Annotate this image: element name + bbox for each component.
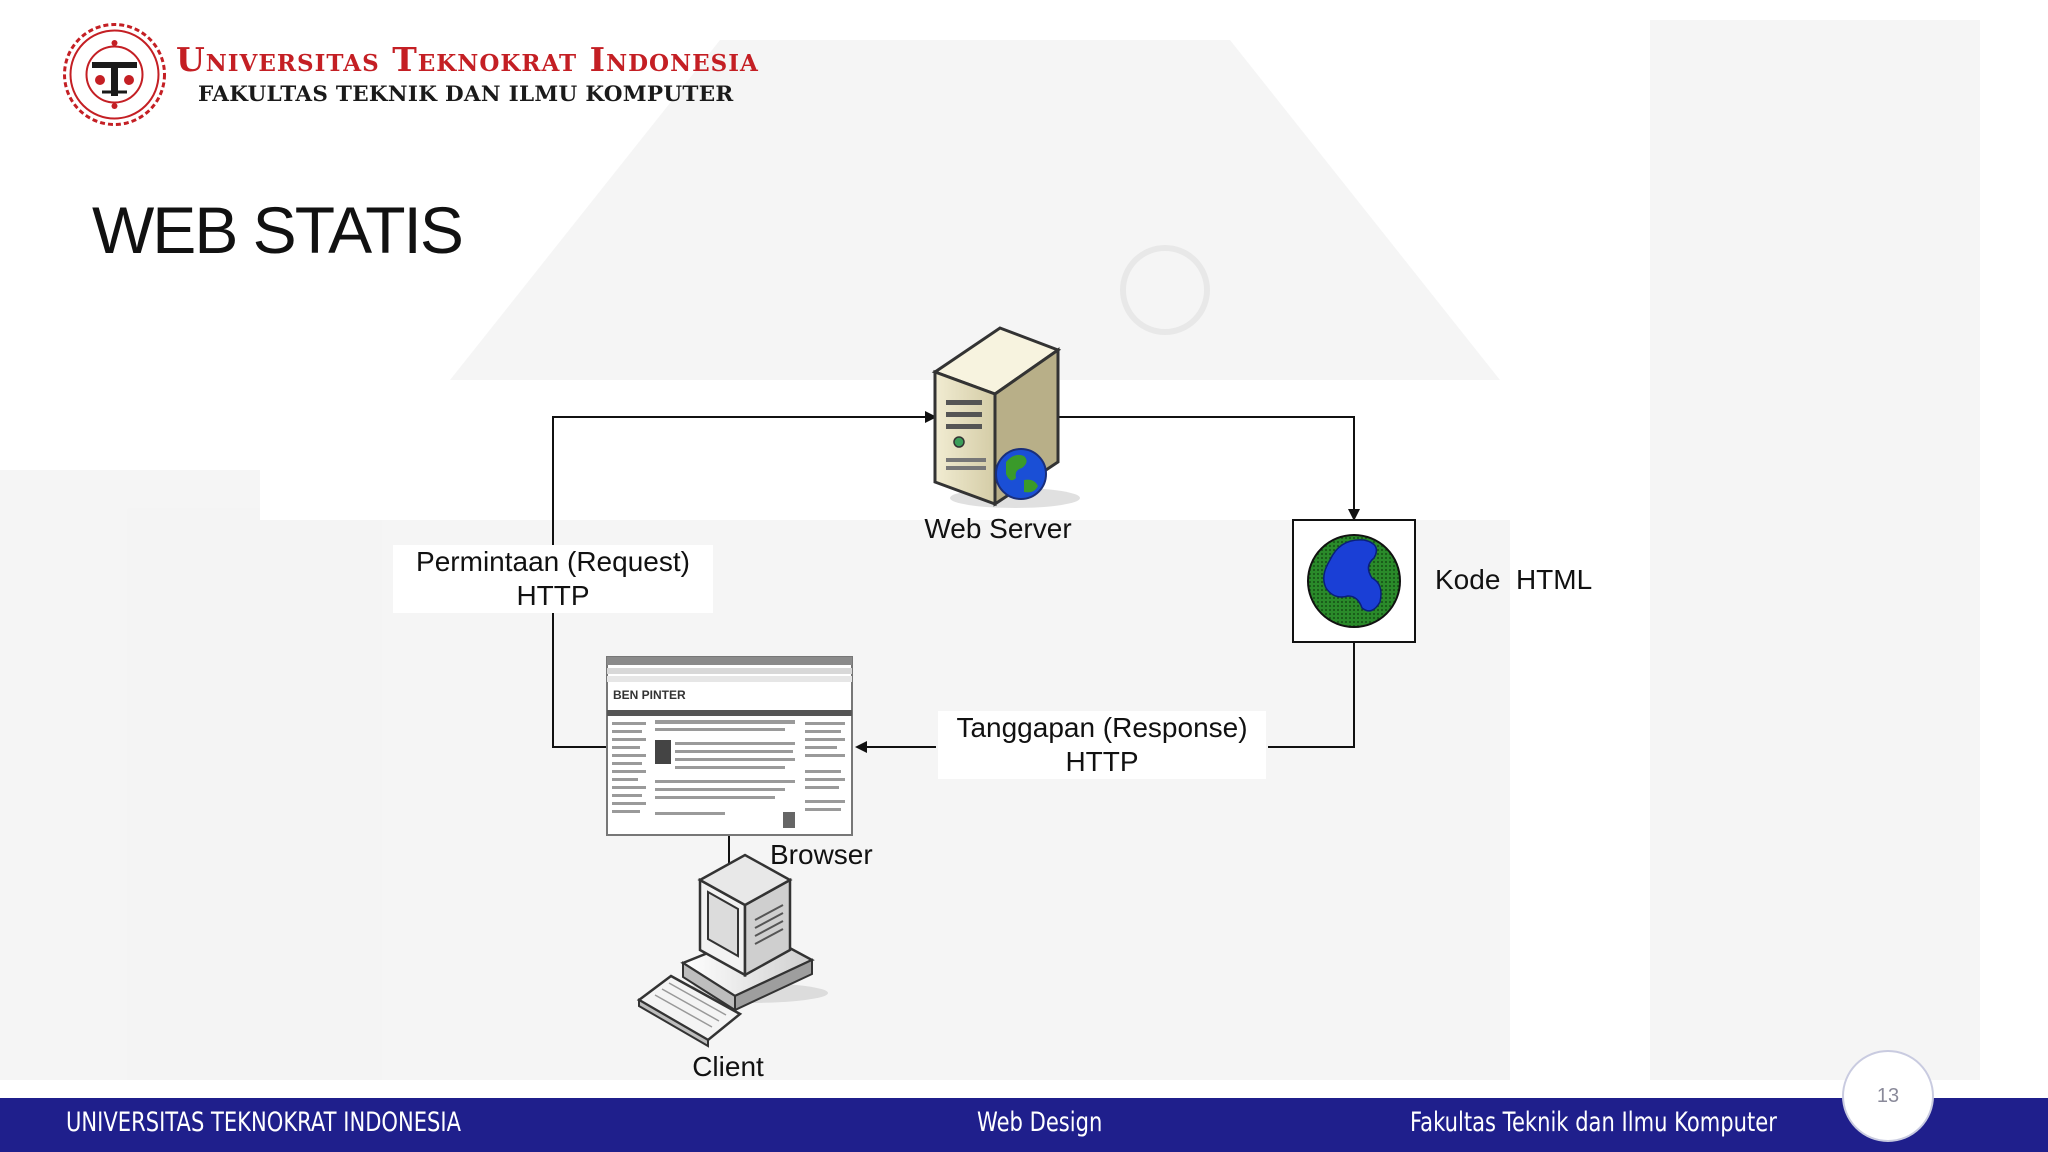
web-server-icon bbox=[931, 326, 1080, 508]
university-name: Universitas Teknokrat Indonesia bbox=[176, 40, 759, 79]
slide-title: WEB STATIS bbox=[92, 193, 464, 267]
faculty-name: FAKULTAS TEKNIK DAN ILMU KOMPUTER bbox=[198, 82, 734, 107]
response-label-line2: HTTP bbox=[1065, 746, 1139, 777]
html-code-label: Kode HTML bbox=[1435, 564, 1593, 595]
browser-site-logo: BEN PINTER bbox=[613, 688, 686, 702]
response-label-line1: Tanggapan (Response) bbox=[956, 712, 1248, 743]
response-label: Tanggapan (Response) HTTP bbox=[938, 711, 1266, 779]
header: Universitas Teknokrat Indonesia FAKULTAS… bbox=[62, 22, 822, 127]
request-label: Permintaan (Request) HTTP bbox=[393, 545, 713, 613]
browser-label: Browser bbox=[770, 839, 873, 870]
client-label: Client bbox=[692, 1051, 764, 1082]
request-label-line2: HTTP bbox=[516, 580, 590, 611]
web-server-label: Web Server bbox=[924, 513, 1072, 544]
server-to-html-connector bbox=[1058, 416, 1360, 521]
page-number: 13 bbox=[1842, 1050, 1934, 1142]
client-computer-icon bbox=[636, 853, 828, 1048]
response-connector-right bbox=[1268, 643, 1355, 748]
html-code-icon bbox=[1292, 519, 1416, 643]
browser-window-icon: BEN PINTER bbox=[606, 656, 853, 836]
footer-course: Web Design bbox=[977, 1107, 1103, 1138]
footer-bar: UNIVERSITAS TEKNOKRAT INDONESIA Web Desi… bbox=[0, 1098, 2048, 1152]
university-logo bbox=[63, 23, 166, 126]
footer-faculty: Fakultas Teknik dan Ilmu Komputer bbox=[1410, 1107, 1777, 1138]
request-label-line1: Permintaan (Request) bbox=[416, 546, 690, 577]
footer-university: UNIVERSITAS TEKNOKRAT INDONESIA bbox=[66, 1107, 462, 1138]
